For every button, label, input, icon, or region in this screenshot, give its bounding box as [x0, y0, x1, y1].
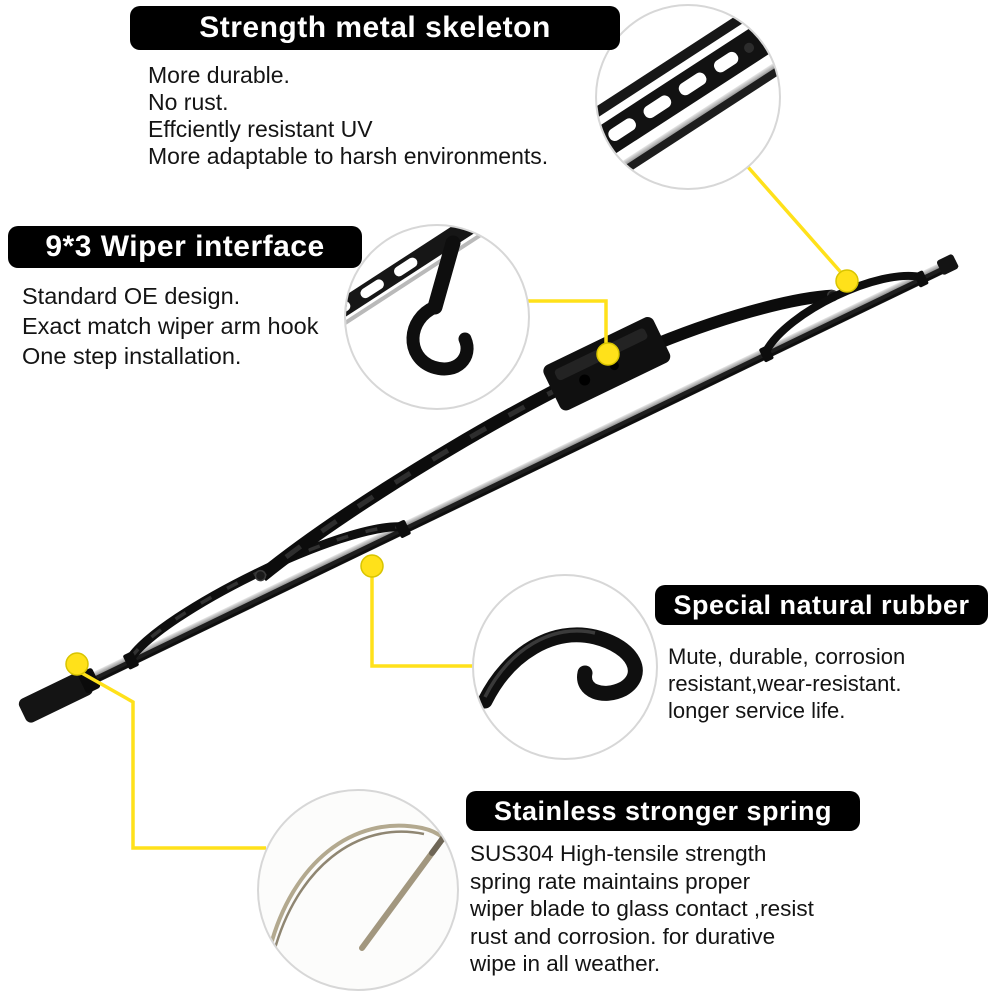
feature-line: Exact match wiper arm hook [22, 313, 319, 339]
feature-line: One step installation. [22, 343, 242, 369]
section-body-stronger-spring: SUS304 High-tensile strength spring rate… [470, 840, 814, 978]
metal-skeleton-closeup [595, 4, 781, 190]
section-title-text: Special natural rubber [673, 589, 970, 620]
section-title-metal-skeleton: Strength metal skeleton [130, 6, 620, 50]
blade-end-cap [18, 670, 93, 723]
section-title-text: Strength metal skeleton [199, 11, 551, 44]
section-body-natural-rubber: Mute, durable, corrosion resistant,wear-… [668, 643, 905, 724]
feature-line: longer service life. [668, 698, 846, 723]
feature-line: More durable. [148, 62, 290, 88]
wiper-blade-photo [18, 254, 959, 723]
dot-wiper-interface [596, 342, 620, 366]
feature-line: wipe in all weather. [470, 951, 661, 976]
section-title-stronger-spring: Stainless stronger spring [466, 791, 860, 831]
section-title-wiper-interface: 9*3 Wiper interface [8, 226, 362, 268]
rubber-strip-closeup [472, 574, 658, 760]
feature-line: More adaptable to harsh environments. [148, 143, 549, 169]
section-title-text: 9*3 Wiper interface [45, 230, 325, 263]
spring-wire-closeup [257, 789, 459, 991]
connector-natural-rubber [370, 575, 477, 668]
feature-line: Effciently resistant UV [148, 116, 373, 142]
dot-stronger-spring [65, 652, 89, 676]
section-body-wiper-interface: Standard OE design. Exact match wiper ar… [22, 281, 318, 371]
connector-stronger-spring [79, 670, 266, 850]
connector-metal-skeleton [746, 165, 847, 279]
feature-line: Standard OE design. [22, 283, 241, 309]
dot-natural-rubber [360, 554, 384, 578]
feature-line: No rust. [148, 89, 229, 115]
connector-wiper-interface [527, 299, 608, 350]
section-title-natural-rubber: Special natural rubber [655, 585, 988, 625]
section-body-metal-skeleton: More durable. No rust. Effciently resist… [148, 62, 548, 170]
feature-line: Mute, durable, corrosion [668, 644, 906, 669]
feature-line: resistant,wear-resistant. [668, 671, 902, 696]
dot-metal-skeleton [835, 269, 859, 293]
wiper-interface-closeup [344, 224, 530, 410]
callout-connectors [79, 165, 847, 850]
feature-line: wiper blade to glass contact ,resist [470, 896, 814, 921]
feature-line: spring rate maintains proper [470, 868, 751, 894]
feature-line: SUS304 High-tensile strength [470, 841, 767, 866]
feature-line: rust and corrosion. for durative [470, 923, 776, 949]
section-title-text: Stainless stronger spring [493, 795, 833, 826]
